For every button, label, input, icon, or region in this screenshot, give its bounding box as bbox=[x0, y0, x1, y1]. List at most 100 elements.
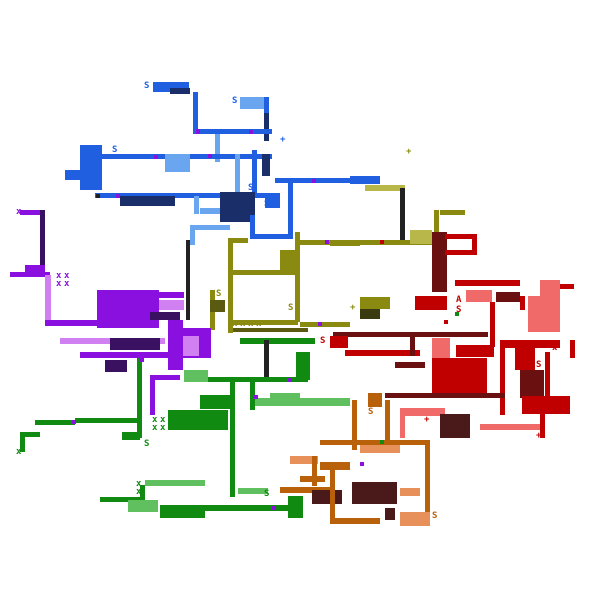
room[interactable] bbox=[352, 482, 397, 504]
room[interactable] bbox=[432, 232, 447, 292]
corridor[interactable] bbox=[45, 275, 51, 325]
room[interactable] bbox=[105, 360, 127, 372]
corridor[interactable] bbox=[235, 154, 240, 194]
corridor[interactable] bbox=[280, 487, 330, 493]
corridor[interactable] bbox=[20, 432, 25, 452]
save-point-label[interactable]: S bbox=[264, 199, 269, 209]
corridor[interactable] bbox=[500, 345, 505, 415]
room[interactable] bbox=[528, 296, 560, 332]
item-marker[interactable]: x bbox=[64, 279, 70, 289]
corridor[interactable] bbox=[520, 296, 525, 310]
item-marker[interactable]: x bbox=[232, 319, 238, 329]
corridor[interactable] bbox=[490, 302, 495, 347]
corridor[interactable] bbox=[208, 377, 308, 382]
corridor[interactable] bbox=[385, 400, 390, 440]
room[interactable] bbox=[432, 358, 487, 396]
save-point-label[interactable]: S bbox=[144, 439, 149, 449]
item-marker[interactable]: + bbox=[312, 471, 318, 481]
corridor[interactable] bbox=[160, 505, 300, 511]
room[interactable] bbox=[320, 462, 350, 470]
corridor[interactable] bbox=[233, 328, 308, 332]
save-point-label[interactable]: S bbox=[456, 305, 461, 315]
save-point-label[interactable]: S bbox=[144, 81, 149, 91]
room[interactable] bbox=[220, 192, 255, 222]
room[interactable] bbox=[466, 290, 492, 302]
corridor[interactable] bbox=[425, 445, 430, 520]
room[interactable] bbox=[455, 280, 520, 286]
area-label[interactable]: A bbox=[456, 295, 462, 305]
corridor[interactable] bbox=[288, 183, 293, 238]
room[interactable] bbox=[400, 408, 445, 416]
room[interactable] bbox=[280, 250, 296, 275]
room[interactable] bbox=[330, 336, 348, 348]
save-point-label[interactable]: S bbox=[232, 96, 237, 106]
room[interactable] bbox=[200, 395, 230, 409]
room[interactable] bbox=[159, 300, 184, 310]
room[interactable] bbox=[400, 512, 430, 526]
corridor[interactable] bbox=[445, 250, 477, 255]
room[interactable] bbox=[270, 393, 300, 401]
corridor[interactable] bbox=[233, 270, 293, 275]
item-marker[interactable]: + bbox=[424, 415, 430, 425]
room[interactable] bbox=[184, 370, 208, 382]
corridor[interactable] bbox=[233, 320, 298, 325]
corridor[interactable] bbox=[228, 238, 248, 243]
item-marker[interactable]: + bbox=[280, 135, 286, 145]
corridor[interactable] bbox=[312, 456, 317, 486]
corridor[interactable] bbox=[196, 129, 272, 134]
corridor[interactable] bbox=[190, 225, 195, 245]
corridor[interactable] bbox=[140, 485, 145, 505]
area-label[interactable]: A bbox=[208, 415, 214, 425]
room[interactable] bbox=[440, 210, 465, 215]
corridor[interactable] bbox=[75, 418, 140, 423]
corridor[interactable] bbox=[560, 284, 574, 289]
room[interactable] bbox=[122, 432, 140, 440]
room[interactable] bbox=[110, 338, 160, 350]
save-point-label[interactable]: S bbox=[216, 289, 221, 299]
corridor[interactable] bbox=[150, 375, 155, 415]
room[interactable] bbox=[240, 97, 264, 109]
corridor[interactable] bbox=[345, 350, 420, 356]
save-point-label[interactable]: S bbox=[112, 145, 117, 155]
corridor[interactable] bbox=[300, 322, 350, 327]
corridor[interactable] bbox=[540, 414, 545, 438]
room[interactable] bbox=[160, 508, 205, 518]
room[interactable] bbox=[350, 176, 380, 184]
room[interactable] bbox=[540, 280, 560, 296]
item-marker[interactable]: x bbox=[256, 319, 262, 329]
item-marker[interactable]: x bbox=[56, 279, 62, 289]
item-marker[interactable]: + bbox=[536, 431, 542, 441]
room[interactable] bbox=[480, 424, 540, 430]
room[interactable] bbox=[25, 265, 45, 275]
item-marker[interactable]: x bbox=[16, 207, 22, 217]
corridor[interactable] bbox=[228, 238, 233, 333]
room[interactable] bbox=[312, 490, 342, 504]
item-marker[interactable]: x bbox=[160, 415, 166, 425]
corridor[interactable] bbox=[252, 150, 257, 194]
room[interactable] bbox=[288, 496, 303, 518]
save-point-label[interactable]: S bbox=[432, 511, 437, 521]
room[interactable] bbox=[456, 345, 494, 357]
save-point-label[interactable]: S bbox=[320, 336, 325, 346]
corridor[interactable] bbox=[570, 340, 575, 358]
room[interactable] bbox=[168, 320, 183, 370]
corridor[interactable] bbox=[250, 215, 255, 239]
corridor[interactable] bbox=[100, 497, 145, 502]
room[interactable] bbox=[496, 292, 520, 302]
corridor[interactable] bbox=[333, 332, 488, 337]
room[interactable] bbox=[150, 312, 180, 320]
corridor[interactable] bbox=[320, 440, 430, 445]
corridor[interactable] bbox=[545, 352, 550, 402]
corridor[interactable] bbox=[264, 113, 269, 141]
corridor[interactable] bbox=[385, 393, 505, 398]
corridor[interactable] bbox=[20, 432, 40, 437]
corridor[interactable] bbox=[295, 240, 435, 245]
corridor[interactable] bbox=[10, 272, 50, 277]
item-marker[interactable]: x bbox=[152, 415, 158, 425]
room[interactable] bbox=[440, 414, 470, 438]
room[interactable] bbox=[415, 296, 447, 310]
corridor[interactable] bbox=[40, 210, 45, 270]
room[interactable] bbox=[290, 456, 318, 464]
room[interactable] bbox=[500, 340, 560, 348]
corridor[interactable] bbox=[186, 240, 190, 320]
